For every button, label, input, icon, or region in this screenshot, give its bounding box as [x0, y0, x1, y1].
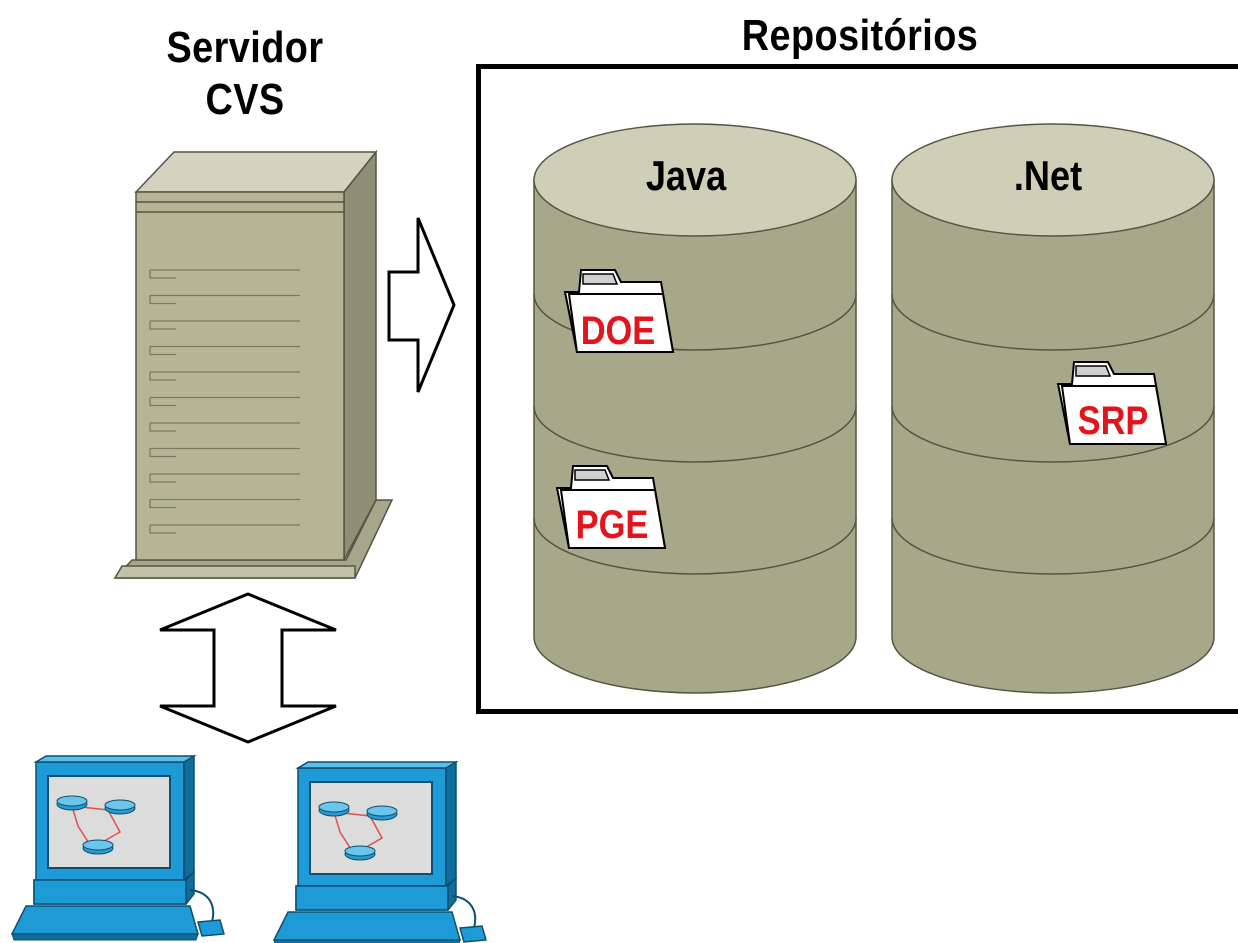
arrow-right-icon	[387, 217, 456, 393]
repositories-title: Repositórios	[741, 11, 979, 60]
folder-icon[interactable]: DOE	[563, 269, 675, 353]
database-cylinder-icon	[533, 123, 857, 694]
database-cylinder-icon	[891, 123, 1215, 694]
folder-label-pge: PGE	[576, 502, 649, 547]
arrow-up-down-icon	[159, 592, 337, 744]
repository-label-java: Java	[646, 154, 727, 200]
folder-icon[interactable]: SRP	[1056, 361, 1168, 445]
repository-label-net: .Net	[1014, 154, 1082, 200]
workstation-icon[interactable]	[10, 754, 225, 941]
folder-label-srp: SRP	[1078, 398, 1149, 443]
server-tower-icon	[113, 149, 394, 579]
server-title-line2: CVS	[205, 75, 285, 124]
workstation-icon[interactable]	[272, 760, 487, 943]
folder-icon[interactable]: PGE	[555, 465, 667, 549]
server-title-line1: Servidor	[166, 23, 324, 72]
server-title: Servidor CVS	[146, 22, 344, 126]
folder-label-doe: DOE	[581, 308, 656, 353]
